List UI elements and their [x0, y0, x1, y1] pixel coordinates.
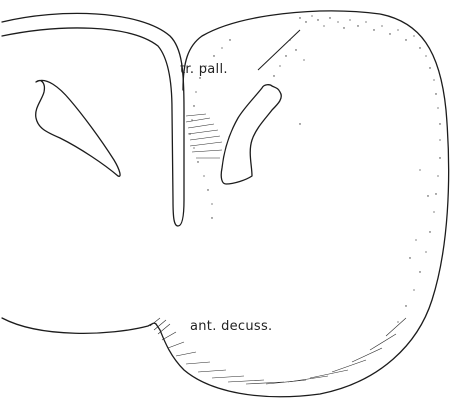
left-ventricle-outline — [36, 80, 120, 176]
label-ant-decuss: ant. decuss. — [190, 319, 272, 334]
tractus-pallii-hatching — [186, 114, 222, 158]
tr-pall-leader-line — [258, 30, 300, 70]
right-ventricle-outline — [221, 85, 281, 184]
left-lower-outline — [2, 318, 156, 333]
label-tr-pall: tr. pall. — [180, 62, 228, 77]
left-hemisphere-outline — [2, 13, 184, 226]
